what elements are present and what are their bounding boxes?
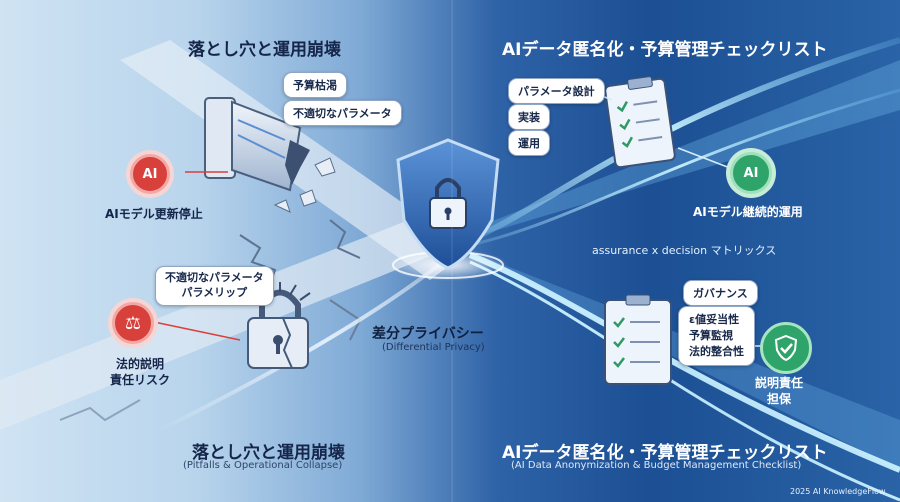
crack-line: [59, 399, 141, 422]
light-stream: [469, 88, 900, 247]
clipboard-icon: [604, 294, 672, 385]
shield-check-icon: [760, 322, 812, 374]
shield-lock-icon: [396, 138, 500, 270]
ai-continuous-label: AIモデル継続的運用: [693, 205, 803, 219]
ai-stop-icon: AI: [126, 150, 174, 198]
clipboard-icon: [604, 76, 676, 169]
governance-item: ε値妥当性: [689, 313, 740, 326]
label-line: 説明責任: [755, 376, 804, 390]
bubble-budget-exhaustion: 予算枯渇: [283, 72, 347, 98]
bubble-line: 不適切なパラメータ: [165, 271, 264, 284]
bubble-line: パラメリップ: [181, 285, 248, 299]
bubble-operation: 運用: [508, 130, 550, 156]
center-title: 差分プライバシー: [372, 326, 484, 342]
ai-chip-icon: AI: [130, 154, 170, 194]
governance-list: ε値妥当性 予算監視 法的整合性: [678, 306, 755, 366]
label-line: 責任リスク: [110, 373, 171, 388]
bottom-right-subtitle: (AI Data Anonymization & Budget Manageme…: [511, 460, 802, 471]
matrix-label: assurance x decision マトリックス: [592, 244, 777, 257]
bubble-parameter-design: パラメータ設計: [508, 78, 605, 104]
road-band-left-bottom: [0, 200, 470, 430]
crack-line: [329, 219, 361, 259]
broken-pipe-icon: [204, 97, 336, 213]
connector-line: [677, 147, 731, 169]
bottom-left-subtitle: (Pitfalls & Operational Collapse): [183, 460, 343, 471]
center-subtitle: (Differential Privacy): [382, 342, 485, 353]
label-line: 法的説明: [116, 357, 165, 371]
bottom-right-title: AIデータ匿名化・予算管理チェックリスト: [502, 443, 828, 463]
connector-line: [153, 321, 241, 341]
bubble-governance: ガバナンス: [683, 280, 758, 306]
bubble-param-slip: 不適切なパラメータ パラメリップ: [155, 266, 274, 306]
legal-risk-label: 法的説明 責任リスク: [110, 356, 170, 388]
ai-chip-icon: AI: [730, 152, 772, 194]
ai-continuous-icon: AI: [726, 148, 776, 198]
right-top-title: AIデータ匿名化・予算管理チェックリスト: [502, 40, 828, 60]
footer-credit: 2025 AI KnowledgeFlow: [790, 487, 886, 496]
governance-item: 法的整合性: [689, 344, 744, 358]
check-icon: [774, 334, 798, 362]
left-top-title: 落とし穴と運用崩壊: [188, 40, 341, 60]
bubble-implementation: 実装: [508, 104, 550, 130]
ai-stop-label: AIモデル更新停止: [105, 207, 203, 221]
accountability-label: 説明責任 担保: [755, 375, 803, 407]
legal-scale-icon: ⚖: [108, 298, 158, 348]
label-line: 担保: [767, 392, 792, 407]
bubble-improper-parameter: 不適切なパラメータ: [283, 100, 402, 126]
scale-icon: ⚖: [112, 302, 154, 344]
bottom-left-title: 落とし穴と運用崩壊: [192, 443, 345, 463]
governance-item: 予算監視: [689, 328, 733, 342]
